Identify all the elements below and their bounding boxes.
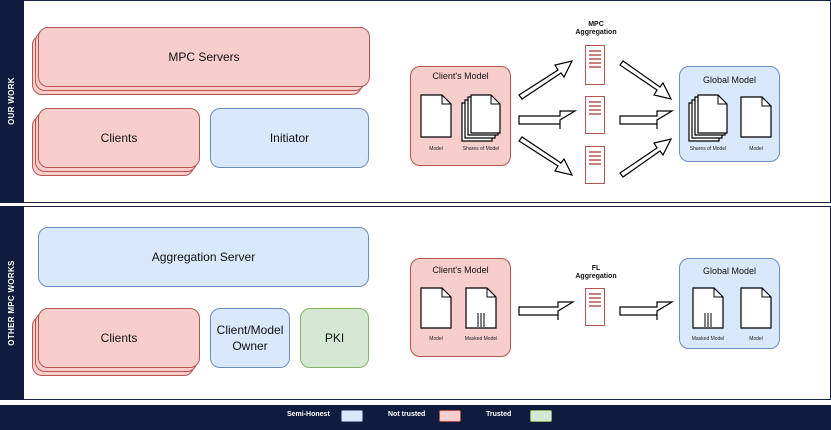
arrow-to-agg-1-icon <box>518 60 574 100</box>
our-work-sidebar <box>0 0 24 203</box>
fl-aggregation-server-icon <box>585 288 605 326</box>
pki-box: PKI <box>300 308 369 368</box>
clients-bottom-label: Clients <box>100 331 138 345</box>
mpcAggText-line: MPC <box>588 21 604 28</box>
arrow-to-global-2-icon <box>619 110 675 129</box>
flAggText-line: Aggregation <box>575 273 617 280</box>
legend-trusted-swatch <box>530 410 552 422</box>
initiator-box: Initiator <box>210 108 369 168</box>
arrow-bottom-to-agg-icon <box>518 301 576 320</box>
arrow-to-agg-3-icon <box>518 136 574 176</box>
other-works-label: OTHER MPC WORKS <box>7 260 16 346</box>
model-doc-icon <box>420 94 452 138</box>
global-shares-doc-stack-icon <box>688 94 728 142</box>
global-model-bottom-doc-icon <box>740 287 772 329</box>
global-model-title: Global Model <box>702 75 757 85</box>
mpc-aggregation-server-icon-3 <box>585 146 605 184</box>
arrow-to-global-1-icon <box>619 60 673 100</box>
aggregation-server-box: Aggregation Server <box>38 227 369 287</box>
arrow-bottom-to-global-icon <box>619 301 675 320</box>
legend-trusted-label: Trusted <box>486 411 512 418</box>
aggregation-server-label: Aggregation Server <box>151 250 256 264</box>
initiator-label: Initiator <box>269 131 310 145</box>
other-works-sidebar <box>0 206 24 400</box>
clients-label: Clients <box>100 131 138 145</box>
shares-label: Shares of Model <box>462 146 500 152</box>
legend-not-trusted-swatch <box>439 410 461 422</box>
arrow-to-global-3-icon <box>619 138 673 178</box>
flAggText-line: FL <box>591 265 601 272</box>
client-model-owner-label: Client/Model Owner <box>216 323 284 353</box>
shares-doc-stack-icon <box>461 94 501 142</box>
clients-box: Clients <box>38 108 200 168</box>
mpcAggText-line: Aggregation <box>575 29 617 36</box>
global-model-bottom-title: Global Model <box>702 266 757 276</box>
legend-not-trusted-label: Not trusted <box>388 411 426 418</box>
mpc-aggregation-server-icon-2 <box>585 96 605 134</box>
clients-model-title: Client's Model <box>432 71 489 81</box>
pki-label: PKI <box>324 331 345 345</box>
mpc-aggregation-server-icon-1 <box>585 45 605 85</box>
clients-model-bottom-title: Client's Model <box>432 265 489 275</box>
masked-label: Masked Model <box>464 336 498 342</box>
clients-bottom-box: Clients <box>38 308 200 368</box>
legend-semi-honest-label: Semi-Honest <box>287 411 330 418</box>
legend-semi-honest-swatch <box>341 410 363 422</box>
global-masked-doc-icon <box>692 287 724 329</box>
bottom-model-doc-icon <box>420 287 452 329</box>
client-model-owner-box: Client/Model Owner <box>210 308 290 368</box>
legend-bar: Semi-Honest Not trusted Trusted <box>0 405 831 430</box>
our-work-label: OUR WORK <box>7 77 16 125</box>
arrow-to-agg-2-icon <box>518 110 578 129</box>
global-model-doc-icon <box>740 96 772 138</box>
global-shares-label: Shares of Model <box>689 146 727 152</box>
global-masked-label: Masked Model <box>691 336 725 342</box>
mpc-servers-box: MPC Servers <box>38 27 370 87</box>
mpc-servers-label: MPC Servers <box>168 50 240 64</box>
global-model-label: Model <box>749 146 763 152</box>
model-label: Model <box>429 146 443 152</box>
global-model-bottom-label: Model <box>749 336 763 342</box>
bottom-model-label: Model <box>429 336 443 342</box>
masked-doc-icon <box>465 287 497 329</box>
